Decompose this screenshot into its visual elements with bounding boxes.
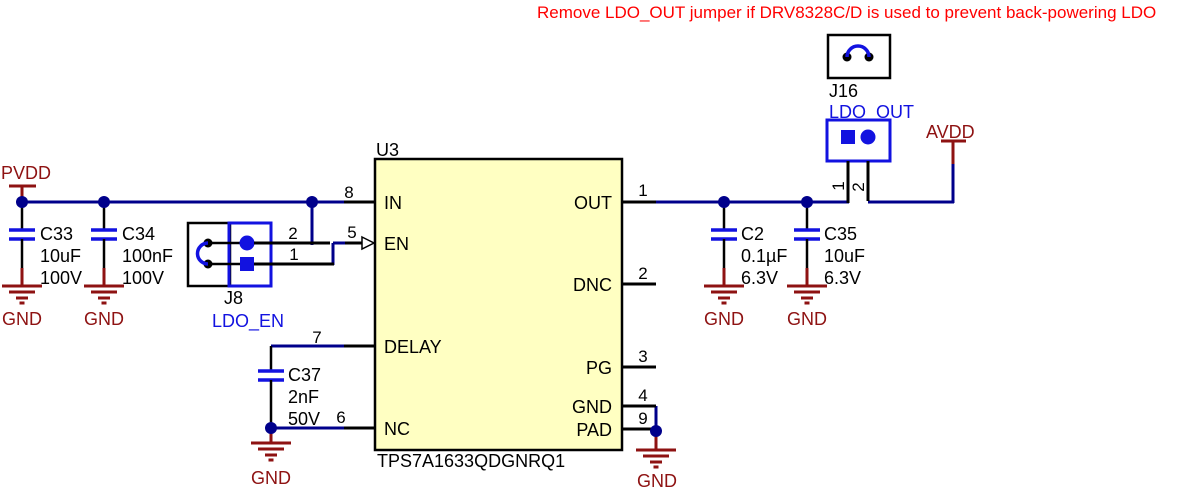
j8-designator: J8 (224, 288, 243, 308)
gnd-icon (249, 441, 293, 462)
j16-pin1-square (841, 130, 855, 144)
pin-number-en: 5 (347, 223, 356, 242)
c34-ref: C34 (122, 224, 155, 244)
gnd-label: GND (704, 309, 744, 329)
pin-name-in: IN (384, 193, 402, 213)
ic-designator: U3 (376, 140, 399, 160)
j8-net-label: LDO_EN (212, 311, 284, 332)
capacitor-c37[interactable]: C37 2nF 50V (258, 346, 321, 429)
gnd-icon (0, 284, 44, 305)
gnd-symbol-c35[interactable]: GND (785, 268, 829, 329)
c2-rating: 6.3V (741, 268, 778, 288)
gnd-label: GND (84, 309, 124, 329)
gnd-label: GND (2, 309, 42, 329)
j16-pin2-circle (860, 129, 876, 145)
c37-ref: C37 (288, 365, 321, 385)
gnd-icon (634, 448, 678, 469)
capacitor-c2[interactable]: C2 0.1µF 6.3V (711, 202, 787, 288)
c2-value: 0.1µF (741, 246, 787, 266)
j8-pin1-number: 1 (289, 245, 298, 264)
j16-pin1-number: 1 (829, 181, 848, 190)
pin-name-pad: PAD (576, 420, 612, 440)
pin-number-dnc: 2 (638, 264, 647, 283)
warning-note: Remove LDO_OUT jumper if DRV8328C/D is u… (537, 3, 1156, 22)
gnd-symbol-pad[interactable]: GND (634, 432, 678, 488)
j8-shunt-arc-icon (195, 241, 209, 266)
capacitor-c34[interactable]: C34 100nF 100V (91, 202, 173, 288)
pin-name-out: OUT (574, 193, 612, 213)
gnd-icon (82, 284, 126, 305)
junction-dots (16, 196, 813, 437)
junction-gnd-pad (650, 425, 662, 437)
ic-part-number: TPS7A1633QDGNRQ1 (377, 451, 565, 471)
pin-number-out: 1 (638, 181, 647, 200)
j8-header-box (227, 221, 273, 288)
junction-c37-nc (265, 422, 277, 434)
c35-value: 10uF (824, 246, 865, 266)
pin-number-pad: 9 (638, 409, 647, 428)
pin-name-gnd: GND (572, 397, 612, 417)
jumper-j8[interactable]: 2 1 J8 LDO_EN (186, 221, 334, 332)
j16-pin2-number: 2 (849, 182, 868, 191)
en-input-triangle-icon (361, 235, 376, 251)
junction-c2 (718, 196, 730, 208)
junction-c35 (801, 196, 813, 208)
capacitor-c33[interactable]: C33 10uF 100V (9, 202, 82, 288)
power-avdd[interactable]: AVDD (926, 122, 975, 164)
ic-body[interactable] (373, 157, 624, 452)
pin-name-dnc: DNC (573, 275, 612, 295)
j16-shunt-box (826, 33, 892, 80)
c34-value: 100nF (122, 246, 173, 266)
gnd-symbol-c2[interactable]: GND (702, 268, 746, 329)
c35-ref: C35 (824, 224, 857, 244)
j16-net-label: LDO_OUT (829, 102, 914, 123)
pin-name-nc: NC (384, 419, 410, 439)
jumper-j16[interactable]: J16 LDO_OUT 1 2 (825, 33, 914, 203)
gnd-icon (785, 284, 829, 305)
junction-pvdd (16, 196, 28, 208)
gnd-icon (702, 284, 746, 305)
junction-j8 (306, 196, 318, 208)
c33-value: 10uF (40, 246, 81, 266)
net-wires (22, 163, 955, 431)
c33-rating: 100V (40, 268, 82, 288)
j16-header-box (825, 118, 892, 163)
pvdd-label: PVDD (1, 163, 51, 183)
capacitor-c35[interactable]: C35 10uF 6.3V (794, 202, 865, 288)
pin-number-delay: 7 (312, 328, 321, 347)
ic-u3[interactable]: U3 TPS7A1633QDGNRQ1 8 5 7 6 1 2 3 4 9 IN… (312, 140, 656, 471)
j8-shunt-box (186, 221, 232, 288)
gnd-label: GND (787, 309, 827, 329)
c33-ref: C33 (40, 224, 73, 244)
avdd-label: AVDD (926, 122, 975, 142)
j16-designator: J16 (829, 81, 858, 101)
gnd-label: GND (251, 468, 291, 488)
pin-number-in: 8 (344, 183, 353, 202)
gnd-symbol-c37[interactable]: GND (249, 429, 293, 488)
pin-name-delay: DELAY (384, 337, 442, 357)
c34-rating: 100V (122, 268, 164, 288)
pin-number-nc: 6 (336, 408, 345, 427)
pin-name-en: EN (384, 234, 409, 254)
pin-name-pg: PG (586, 358, 612, 378)
j8-pin2-circle (239, 235, 255, 251)
gnd-symbol-c34[interactable]: GND (82, 268, 126, 329)
power-pvdd[interactable]: PVDD (1, 163, 51, 203)
j8-pin1-square (240, 257, 254, 271)
gnd-label: GND (637, 471, 677, 488)
c2-ref: C2 (741, 224, 764, 244)
junction-c34 (98, 196, 110, 208)
pin-number-pg: 3 (638, 347, 647, 366)
j8-pin2-number: 2 (288, 224, 297, 243)
c35-rating: 6.3V (824, 268, 861, 288)
j16-shunt-arc-icon (845, 44, 871, 58)
c37-value: 2nF (288, 387, 319, 407)
c37-rating: 50V (288, 409, 320, 429)
gnd-symbol-c33[interactable]: GND (0, 268, 44, 329)
pin-number-gnd: 4 (638, 386, 647, 405)
